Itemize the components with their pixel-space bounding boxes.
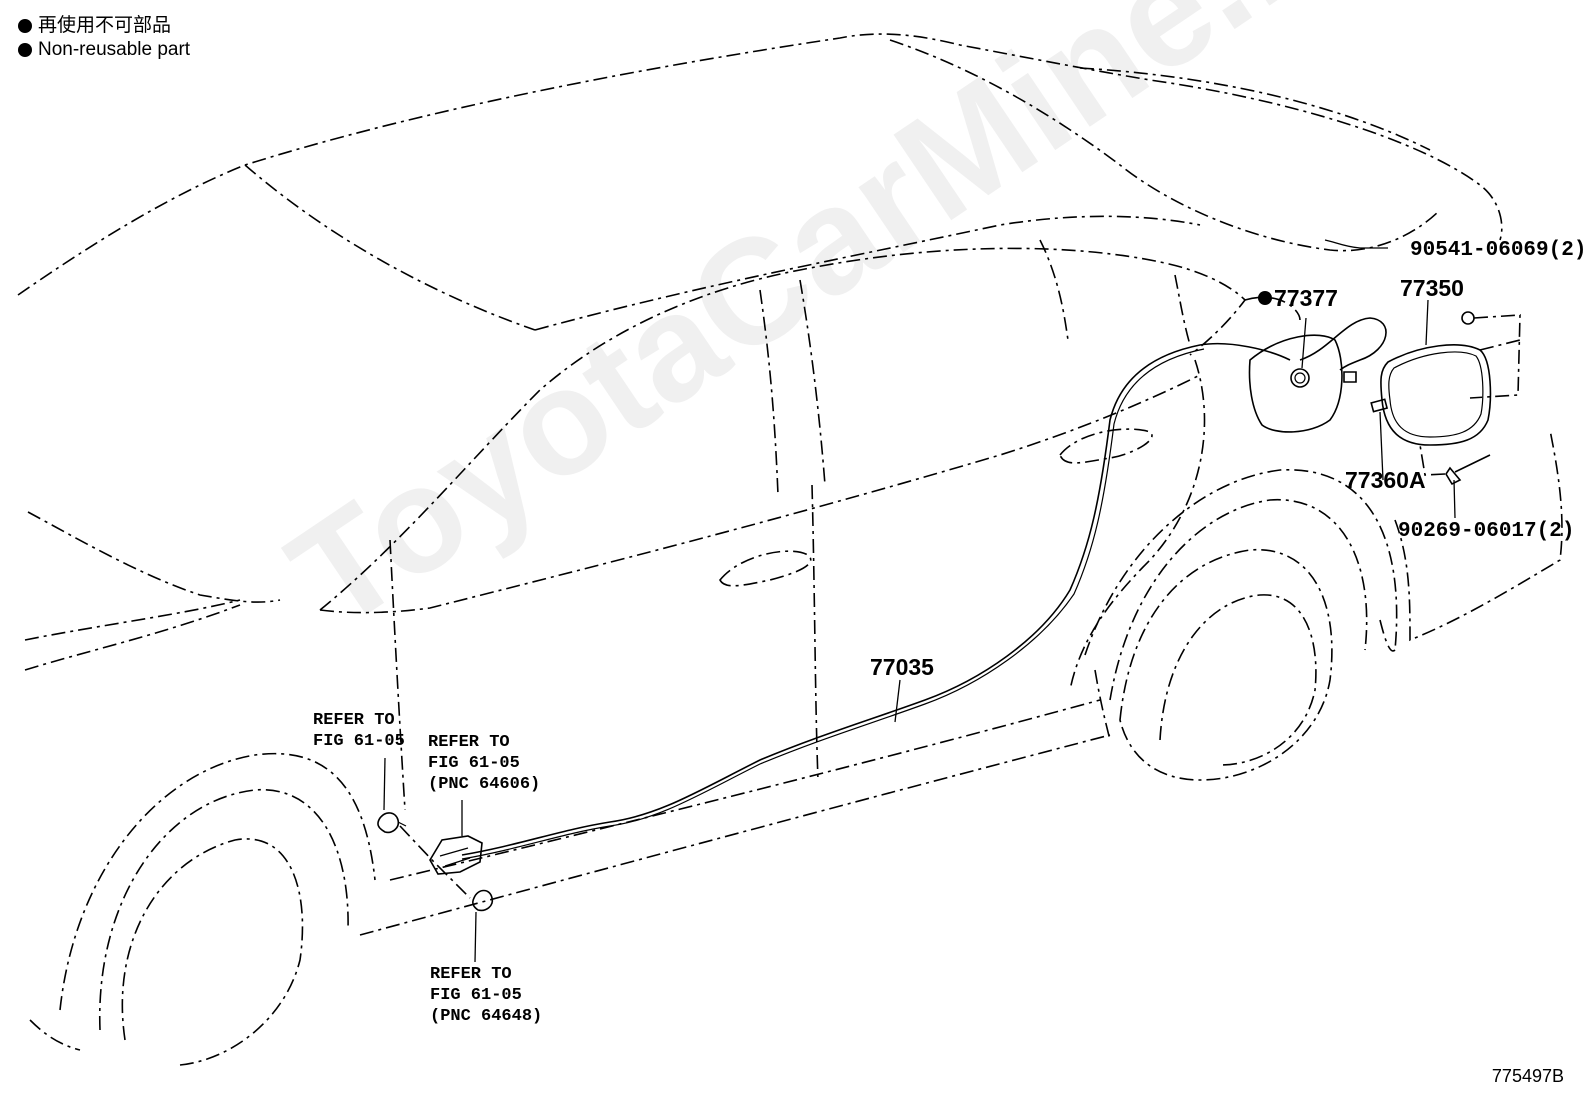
leader-lines bbox=[383, 239, 1456, 963]
part-number-77350: 77350 bbox=[1400, 275, 1464, 301]
non-reusable-marker-77377 bbox=[1258, 291, 1272, 305]
opener-lever bbox=[377, 812, 494, 912]
reference-note-1: REFER TO FIG 61-05 bbox=[313, 711, 405, 751]
fuel-lid-housing bbox=[1248, 334, 1357, 433]
part-number-90541: 90541-06069(2) bbox=[1410, 239, 1586, 262]
non-reusable-dot-icon bbox=[18, 43, 32, 57]
part-number-77035: 77035 bbox=[870, 654, 934, 680]
legend-row-ja: 再使用不可部品 bbox=[18, 14, 190, 38]
non-reusable-dot-icon bbox=[18, 19, 32, 33]
legend: 再使用不可部品 Non-reusable part bbox=[18, 14, 190, 62]
legend-row-en: Non-reusable part bbox=[18, 38, 190, 62]
part-number-90269: 90269-06017(2) bbox=[1398, 520, 1574, 543]
clip-77360a bbox=[1370, 398, 1389, 413]
car-body-outline bbox=[17, 33, 1563, 1066]
opener-cable bbox=[461, 317, 1387, 860]
fuel-lid bbox=[1380, 344, 1492, 446]
screw-90541 bbox=[1461, 311, 1521, 399]
part-number-77360a: 77360A bbox=[1345, 467, 1426, 493]
screw-90269 bbox=[1419, 444, 1491, 486]
reference-note-3: REFER TO FIG 61-05 (PNC 64648) bbox=[430, 965, 542, 1026]
figure-id: 775497B bbox=[1491, 1066, 1564, 1086]
part-number-77377: 77377 bbox=[1274, 285, 1338, 311]
legend-text-en: Non-reusable part bbox=[38, 39, 191, 60]
reference-note-2: REFER TO FIG 61-05 (PNC 64606) bbox=[428, 733, 540, 794]
legend-text-ja: 再使用不可部品 bbox=[38, 15, 172, 36]
